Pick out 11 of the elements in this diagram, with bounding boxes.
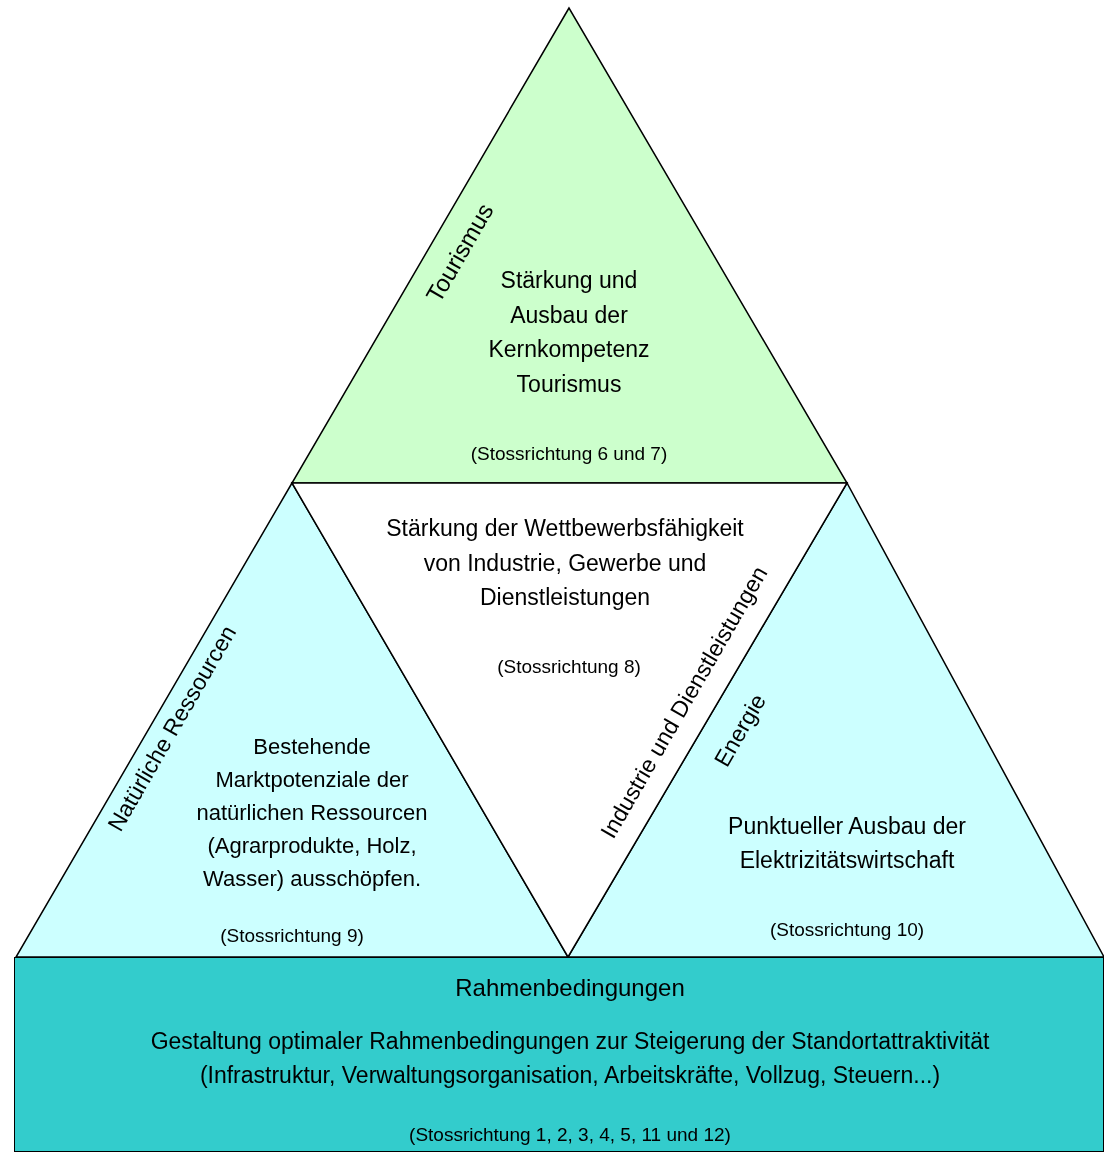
description-text: Stärkung und Ausbau der Kernkompetenz Tourismus — [488, 267, 651, 399]
heading-text: Rahmenbedingungen — [454, 973, 686, 1003]
reference-note: (Stossrichtung 10) — [768, 917, 926, 942]
base-panel — [14, 957, 1104, 1152]
description-text: Bestehende Marktpotenziale der natürlichen Ressourcen (Agrarprodukte, Holz, Wasser) ausschöpfen. — [196, 733, 429, 893]
description-text: Punktueller Ausbau der Elektrizitätswirtschaft — [727, 811, 967, 875]
reference-note: (Stossrichtung 1, 2, 3, 4, 5, 11 und 12) — [408, 1122, 732, 1147]
reference-note: (Stossrichtung 9) — [219, 923, 365, 948]
description-text: Gestaltung optimaler Rahmenbedingungen zur Steigerung der Standortattraktivität (Infrastruktur, Verwaltungsorganisation, Arbeitskräfte, Vollzug, Steuern...) — [149, 1026, 991, 1090]
reference-note: (Stossrichtung 6 und 7) — [469, 441, 669, 466]
reference-note: (Stossrichtung 8) — [496, 654, 642, 679]
